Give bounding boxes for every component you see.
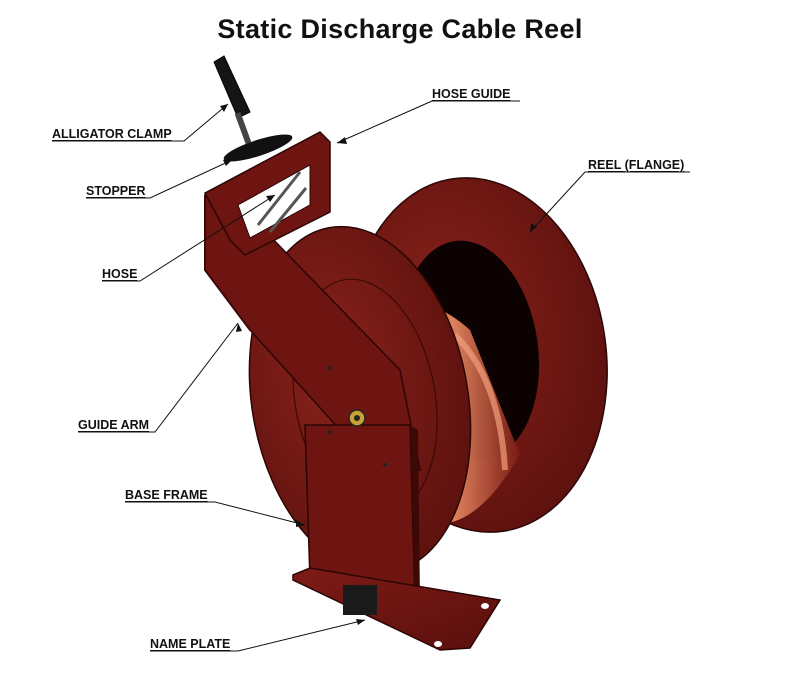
label-reel-flange: REEL (FLANGE) xyxy=(588,158,685,172)
leader-name-plate xyxy=(150,619,366,652)
leader-hose-guide xyxy=(336,100,520,144)
arrowhead-hose xyxy=(266,195,275,202)
arrowhead-base-frame xyxy=(296,520,305,527)
reel-hub xyxy=(328,366,387,467)
arrowhead-reel-flange xyxy=(530,223,537,232)
leader-guide-arm xyxy=(78,322,239,433)
leader-hose xyxy=(102,194,276,282)
label-base-frame: BASE FRAME xyxy=(125,488,208,502)
diagram-title: Static Discharge Cable Reel xyxy=(217,14,583,44)
leader-arrowheads xyxy=(220,104,537,625)
leader-stopper xyxy=(86,159,233,199)
leader-reel-flange xyxy=(529,171,690,233)
label-name-plate: NAME PLATE xyxy=(150,637,231,651)
leader-lines xyxy=(52,100,690,652)
label-stopper: STOPPER xyxy=(86,184,146,198)
stopper xyxy=(223,134,293,162)
arrowhead-hose-guide xyxy=(337,137,347,144)
hose-guide-frame xyxy=(203,131,331,256)
leader-base-frame xyxy=(125,501,306,526)
arrowhead-stopper xyxy=(223,160,232,166)
arrowhead-name-plate xyxy=(356,619,365,625)
arrowhead-guide-arm xyxy=(236,323,242,332)
label-hose: HOSE xyxy=(102,267,138,281)
base-frame xyxy=(304,424,420,601)
name-plate xyxy=(343,585,377,615)
leader-alligator-clamp xyxy=(52,103,229,142)
label-alligator-clamp: ALLIGATOR CLAMP xyxy=(52,127,172,141)
label-guide-arm: GUIDE ARM xyxy=(78,418,150,432)
label-hose-guide: HOSE GUIDE xyxy=(432,87,511,101)
arrowhead-alligator-clamp xyxy=(220,104,228,112)
alligator-clamp xyxy=(213,55,252,145)
